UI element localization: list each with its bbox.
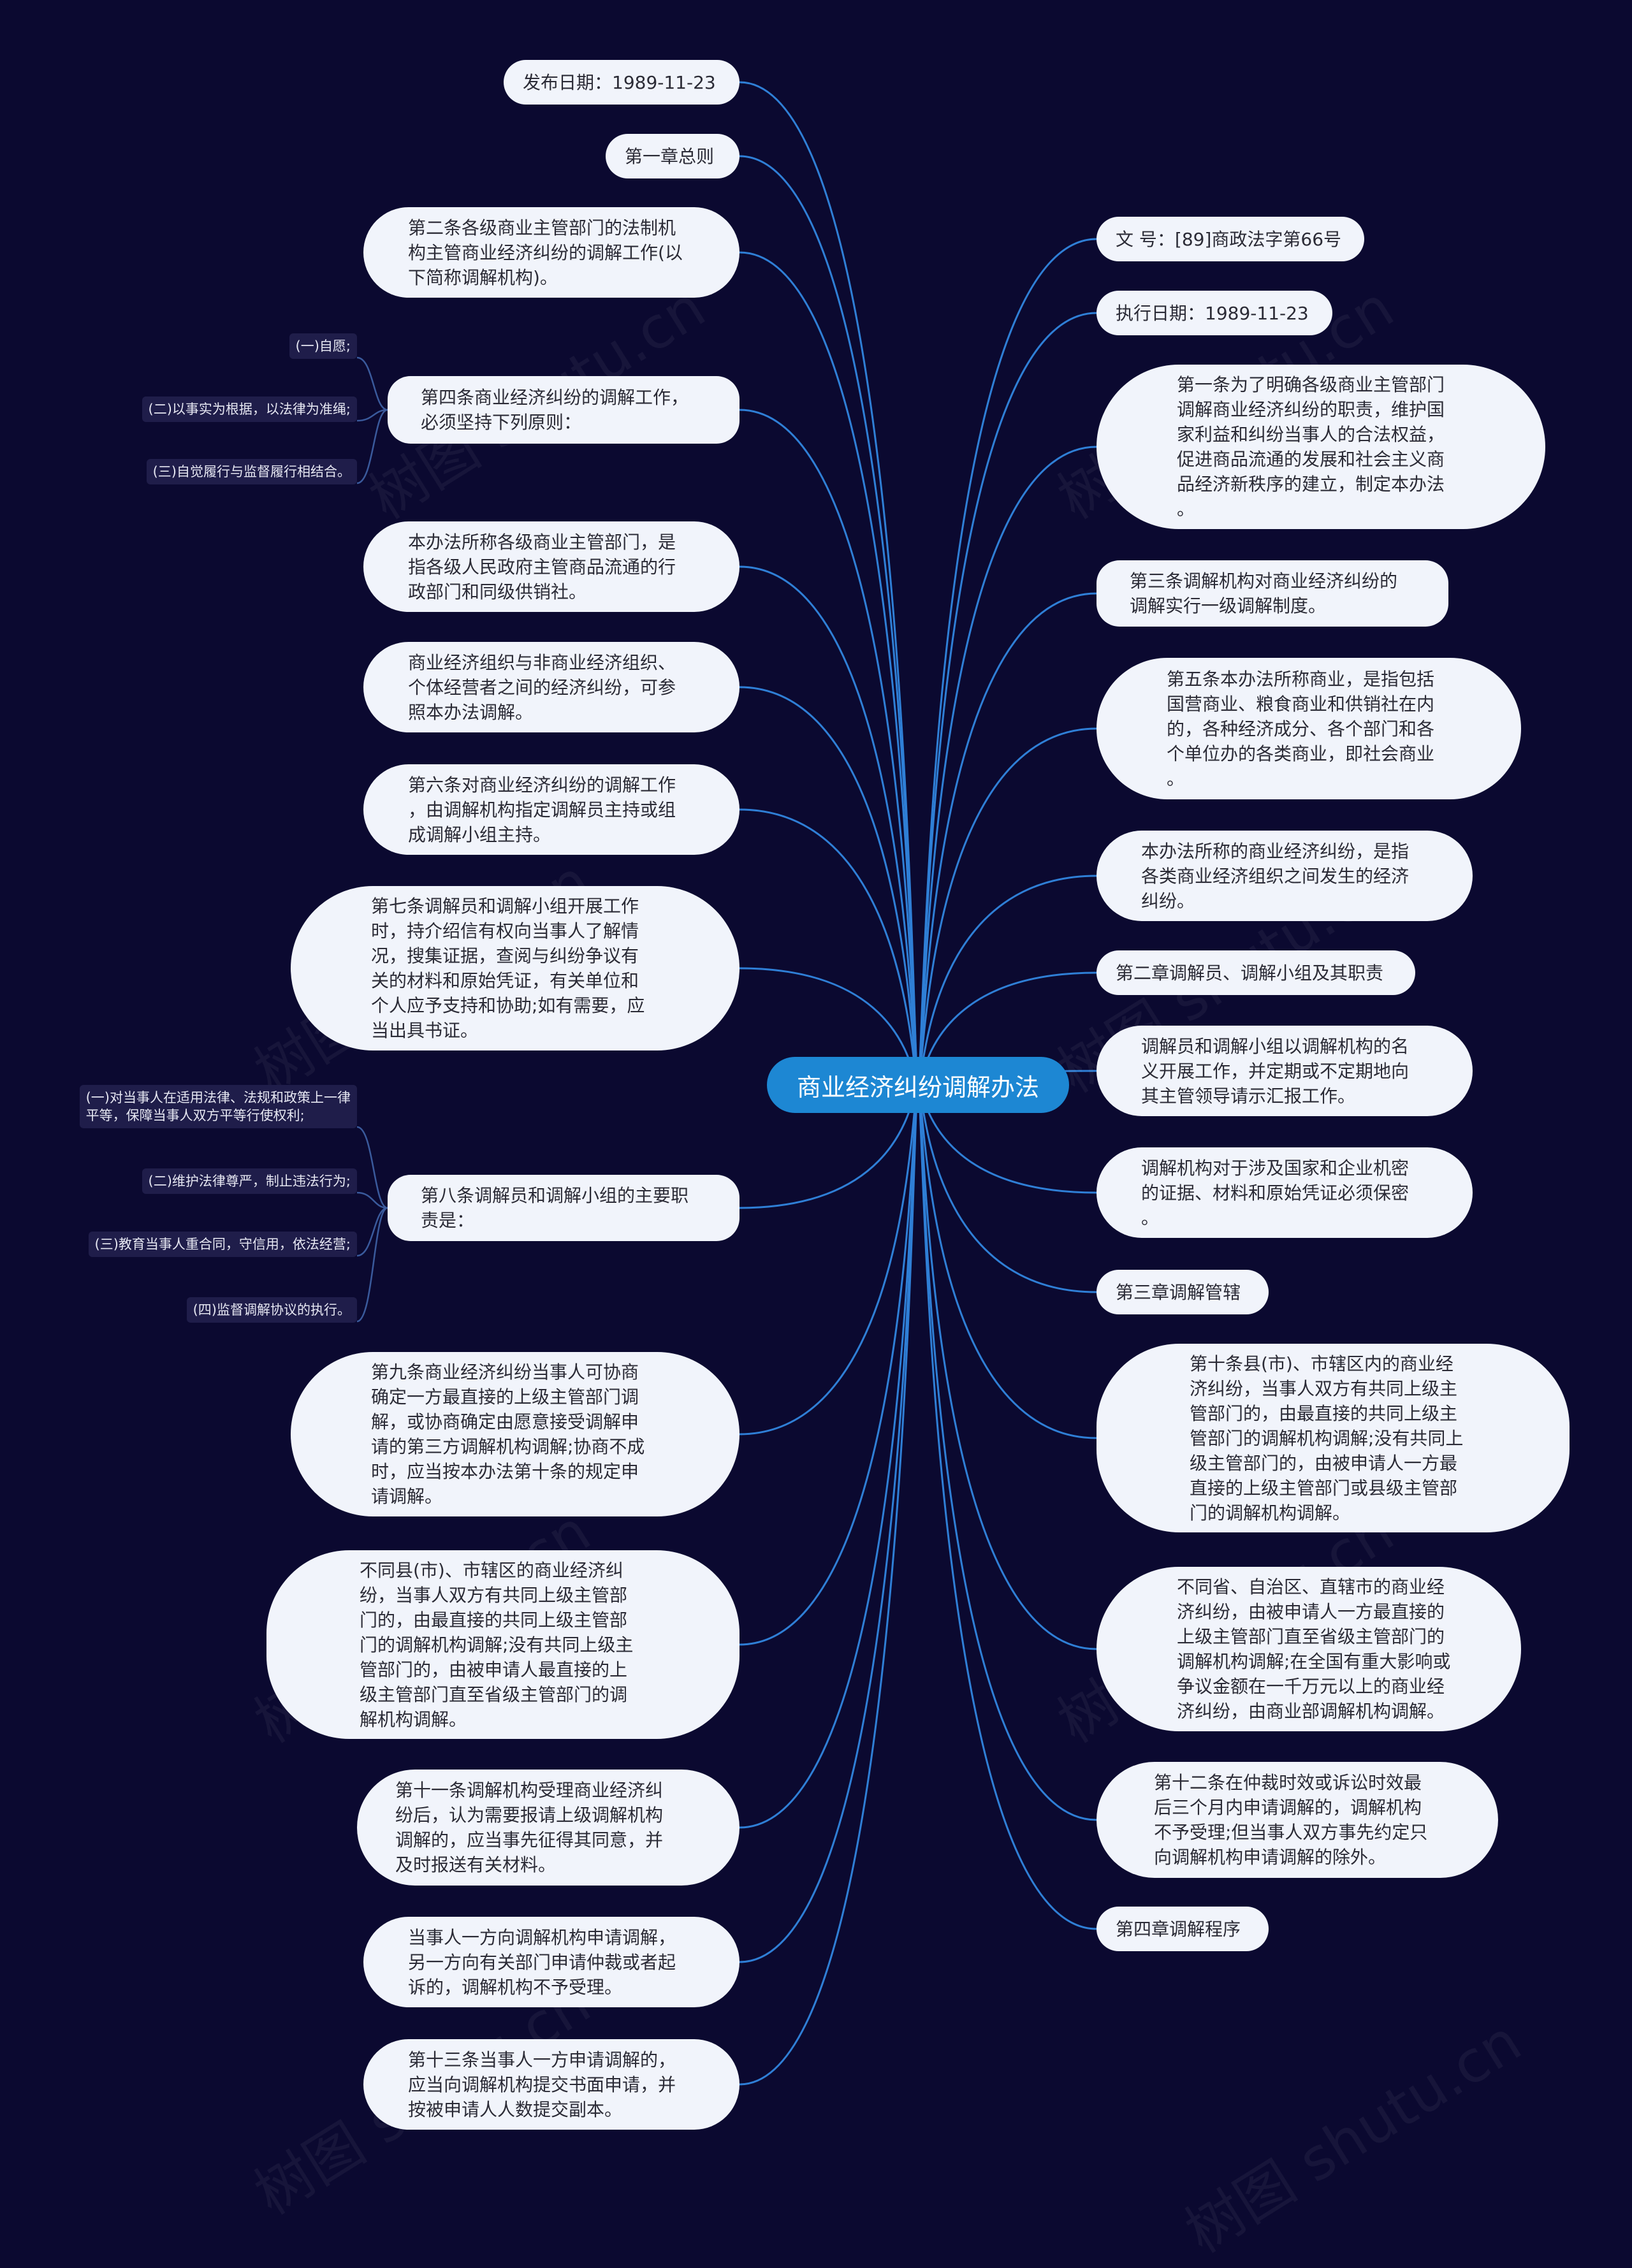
branch-connector [917, 312, 1097, 1086]
branch-connector [739, 1084, 919, 1963]
branch-connector [739, 409, 919, 1086]
art8-duty-item[interactable]: (一)对当事人在适用法律、法规和政策上一律 平等，保障当事人双方平等行使权利; [79, 1085, 357, 1128]
branch-connector [917, 446, 1097, 1086]
sub-item-connector [356, 1207, 388, 1323]
branch-connector [739, 565, 919, 1086]
node-article-13[interactable]: 第十三条当事人一方申请调解的， 应当向调解机构提交书面申请，并 按被申请人人数提… [363, 2039, 740, 2130]
art4-principle-item[interactable]: (一)自愿; [289, 333, 357, 359]
sub-item-connector [356, 1126, 388, 1209]
node-mediator-work[interactable]: 调解员和调解小组以调解机构的名 义开展工作，并定期或不定期地向 其主管领导请示汇… [1096, 1026, 1473, 1116]
art8-duty-item[interactable]: (三)教育当事人重合同，守信用，依法经营; [88, 1232, 357, 1257]
sub-item-connector [356, 409, 388, 484]
node-article-12[interactable]: 第十二条在仲裁时效或诉讼时效最 后三个月内申请调解的，调解机构 不予受理;但当事… [1096, 1762, 1498, 1878]
branch-connector [739, 808, 919, 1086]
branch-connector [739, 81, 919, 1086]
node-chapter-1[interactable]: 第一章总则 [606, 134, 740, 178]
node-article-8[interactable]: 第八条调解员和调解小组的主要职 责是： [388, 1175, 740, 1241]
node-article-7[interactable]: 第七条调解员和调解小组开展工作 时，持介绍信有权向当事人了解情 况，搜集证据，查… [291, 886, 740, 1050]
node-article-5[interactable]: 第五条本办法所称商业，是指包括 国营商业、粮食商业和供销社在内 的，各种经济成分… [1096, 658, 1521, 799]
node-chapter-2[interactable]: 第二章调解员、调解小组及其职责 [1096, 950, 1415, 995]
branch-connector [917, 1084, 1097, 1930]
art4-principle-item[interactable]: (二)以事实为根据，以法律为准绳; [142, 396, 357, 422]
node-article-1[interactable]: 第一条为了明确各级商业主管部门 调解商业经济纠纷的职责，维护国 家利益和纠纷当事… [1096, 365, 1545, 529]
node-one-party-application[interactable]: 当事人一方向调解机构申请调解， 另一方向有关部门申请仲裁或者起 诉的，调解机构不… [363, 1917, 740, 2007]
node-different-province[interactable]: 不同省、自治区、直辖市的商业经 济纠纷，由被申请人一方最直接的 上级主管部门直至… [1096, 1567, 1521, 1731]
central-topic[interactable]: 商业经济纠纷调解办法 [767, 1057, 1069, 1113]
node-article-2[interactable]: 第二条各级商业主管部门的法制机 构主管商业经济纠纷的调解工作(以 下简称调解机构… [363, 207, 740, 298]
branch-connector [917, 1084, 1097, 1821]
sub-item-connector [356, 1191, 388, 1209]
art8-duty-item[interactable]: (二)维护法律尊严，制止违法行为; [142, 1168, 357, 1194]
branch-connector [917, 1084, 1097, 1650]
branch-connector [739, 1084, 919, 1646]
branch-connector [739, 1084, 919, 1829]
node-execution-date[interactable]: 执行日期：1989-11-23 [1096, 291, 1332, 335]
node-different-county[interactable]: 不同县(市)、市辖区的商业经济纠 纷，当事人双方有共同上级主管部 门的，由最直接… [266, 1550, 740, 1739]
node-document-number[interactable]: 文 号：[89]商政法字第66号 [1096, 217, 1364, 261]
branch-connector [917, 238, 1097, 1086]
node-chapter-3[interactable]: 第三章调解管辖 [1096, 1270, 1269, 1314]
node-article-9[interactable]: 第九条商业经济纠纷当事人可协商 确定一方最直接的上级主管部门调 解，或协商确定由… [291, 1352, 740, 1516]
art4-principle-item[interactable]: (三)自觉履行与监督履行相结合。 [146, 459, 357, 484]
branch-connector [739, 1084, 919, 2086]
mind-map-canvas: 树图 shutu.cn 树图 shutu.cn 树图 shutu.cn 树图 s… [79, 60, 1570, 2266]
node-article-6[interactable]: 第六条对商业经济纠纷的调解工作 ，由调解机构指定调解员主持或组 成调解小组主持。 [363, 764, 740, 855]
art8-duty-item[interactable]: (四)监督调解协议的执行。 [186, 1297, 357, 1323]
node-publish-date[interactable]: 发布日期：1989-11-23 [504, 60, 740, 105]
sub-item-connector [356, 1207, 388, 1257]
node-dispute-definition[interactable]: 本办法所称的商业经济纠纷，是指 各类商业经济组织之间发生的经济 纠纷。 [1096, 831, 1473, 921]
branch-connector [739, 1084, 919, 1436]
sub-item-connector [356, 356, 388, 411]
central-topic-label: 商业经济纠纷调解办法 [796, 1073, 1039, 1101]
branch-connector [739, 251, 919, 1086]
node-confidentiality[interactable]: 调解机构对于涉及国家和企业机密 的证据、材料和原始凭证必须保密 。 [1096, 1147, 1473, 1238]
node-article-11[interactable]: 第十一条调解机构受理商业经济纠 纷后，认为需要报请上级调解机构 调解的，应当事先… [357, 1770, 740, 1886]
sub-item-connector [356, 409, 388, 422]
node-article-10[interactable]: 第十条县(市)、市辖区内的商业经 济纠纷，当事人双方有共同上级主 管部门的，由最… [1096, 1344, 1570, 1532]
node-department-definition[interactable]: 本办法所称各级商业主管部门，是 指各级人民政府主管商品流通的行 政部门和同级供销… [363, 521, 740, 612]
node-chapter-4[interactable]: 第四章调解程序 [1096, 1907, 1269, 1951]
branch-connector [917, 727, 1097, 1086]
node-article-3[interactable]: 第三条调解机构对商业经济纠纷的 调解实行一级调解制度。 [1096, 560, 1448, 627]
node-article-4[interactable]: 第四条商业经济纠纷的调解工作， 必须坚持下列原则： [388, 376, 740, 444]
node-other-organizations[interactable]: 商业经济组织与非商业经济组织、 个体经营者之间的经济纠纷，可参 照本办法调解。 [363, 642, 740, 732]
